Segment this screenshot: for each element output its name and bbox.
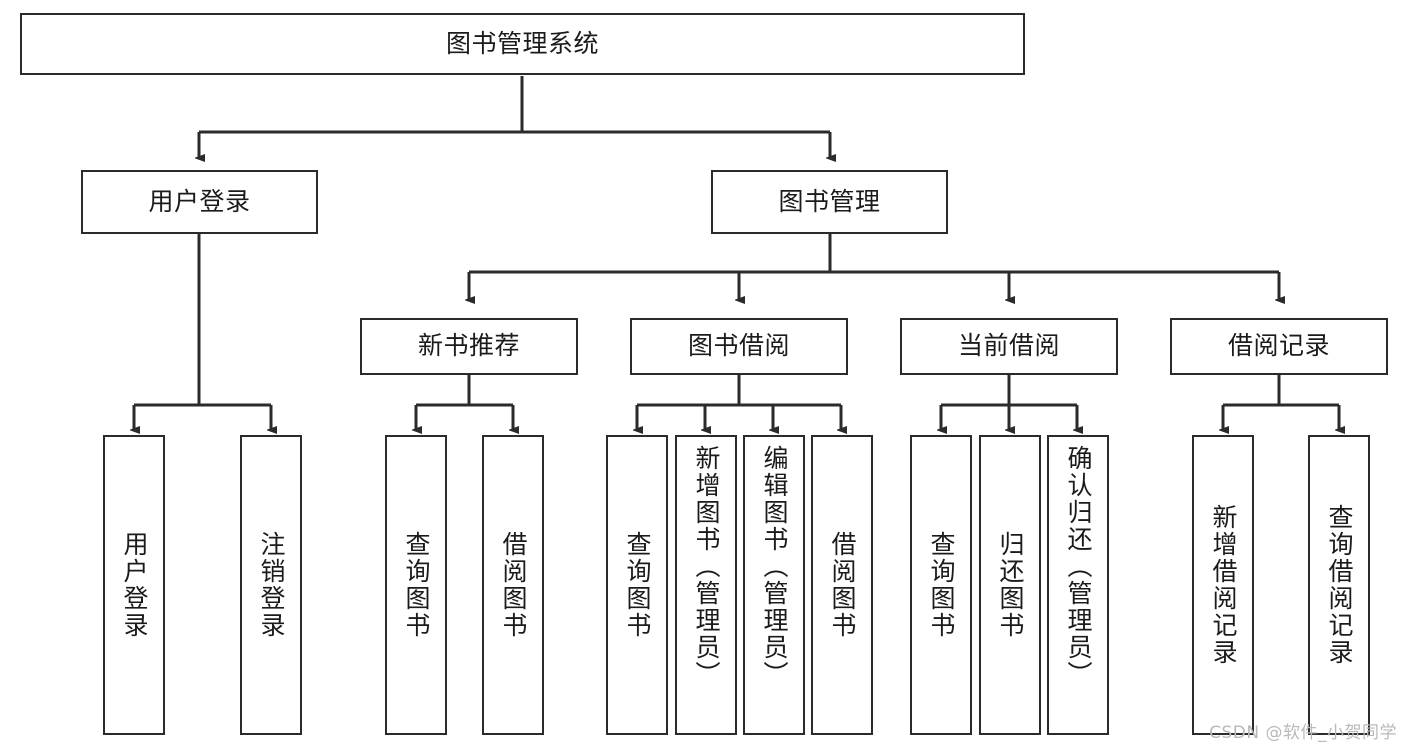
node-current-borrow[interactable]: 当前借阅 xyxy=(900,318,1118,375)
node-label: 图书借阅 xyxy=(687,331,790,361)
node-label: 编辑图书（管理员） xyxy=(760,445,789,688)
leaf-new-book-query-book[interactable]: 查询图书 xyxy=(385,435,447,735)
node-label: 用户登录 xyxy=(148,186,251,216)
node-label: 图书管理系统 xyxy=(445,28,599,58)
node-book-borrow[interactable]: 图书借阅 xyxy=(630,318,848,375)
node-label: 用户登录 xyxy=(120,531,149,639)
node-label: 查询图书 xyxy=(402,531,431,639)
leaf-user-login-login[interactable]: 用户登录 xyxy=(103,435,165,735)
node-user-login[interactable]: 用户登录 xyxy=(81,170,318,234)
leaf-book-borrow-add-book-admin[interactable]: 新增图书（管理员） xyxy=(675,435,737,735)
leaf-borrow-record-add-record[interactable]: 新增借阅记录 xyxy=(1192,435,1254,735)
node-book-management[interactable]: 图书管理 xyxy=(711,170,948,234)
leaf-book-borrow-query-book[interactable]: 查询图书 xyxy=(606,435,668,735)
leaf-user-login-logout[interactable]: 注销登录 xyxy=(240,435,302,735)
node-label: 归还图书 xyxy=(996,531,1025,639)
node-borrow-record[interactable]: 借阅记录 xyxy=(1170,318,1388,375)
node-label: 查询图书 xyxy=(927,531,956,639)
leaf-borrow-record-query-record[interactable]: 查询借阅记录 xyxy=(1308,435,1370,735)
node-label: 确认归还（管理员） xyxy=(1064,445,1093,688)
leaf-book-borrow-borrow-book[interactable]: 借阅图书 xyxy=(811,435,873,735)
node-label: 查询图书 xyxy=(623,531,652,639)
node-label: 新增借阅记录 xyxy=(1209,504,1238,666)
node-root-book-management-system[interactable]: 图书管理系统 xyxy=(20,13,1025,75)
leaf-current-borrow-query-book[interactable]: 查询图书 xyxy=(910,435,972,735)
leaf-new-book-borrow-book[interactable]: 借阅图书 xyxy=(482,435,544,735)
node-label: 图书管理 xyxy=(778,186,881,216)
watermark-text: CSDN @软件_小贺同学 xyxy=(1209,723,1397,743)
node-label: 注销登录 xyxy=(257,531,286,639)
node-new-book-recommend[interactable]: 新书推荐 xyxy=(360,318,578,375)
node-label: 借阅图书 xyxy=(499,531,528,639)
leaf-current-borrow-confirm-return-admin[interactable]: 确认归还（管理员） xyxy=(1047,435,1109,735)
node-label: 当前借阅 xyxy=(957,331,1060,361)
leaf-current-borrow-return-book[interactable]: 归还图书 xyxy=(979,435,1041,735)
node-label: 新增图书（管理员） xyxy=(692,445,721,688)
node-label: 借阅图书 xyxy=(828,531,857,639)
node-label: 借阅记录 xyxy=(1227,331,1330,361)
node-label: 新书推荐 xyxy=(417,331,520,361)
leaf-book-borrow-edit-book-admin[interactable]: 编辑图书（管理员） xyxy=(743,435,805,735)
node-label: 查询借阅记录 xyxy=(1325,504,1354,666)
